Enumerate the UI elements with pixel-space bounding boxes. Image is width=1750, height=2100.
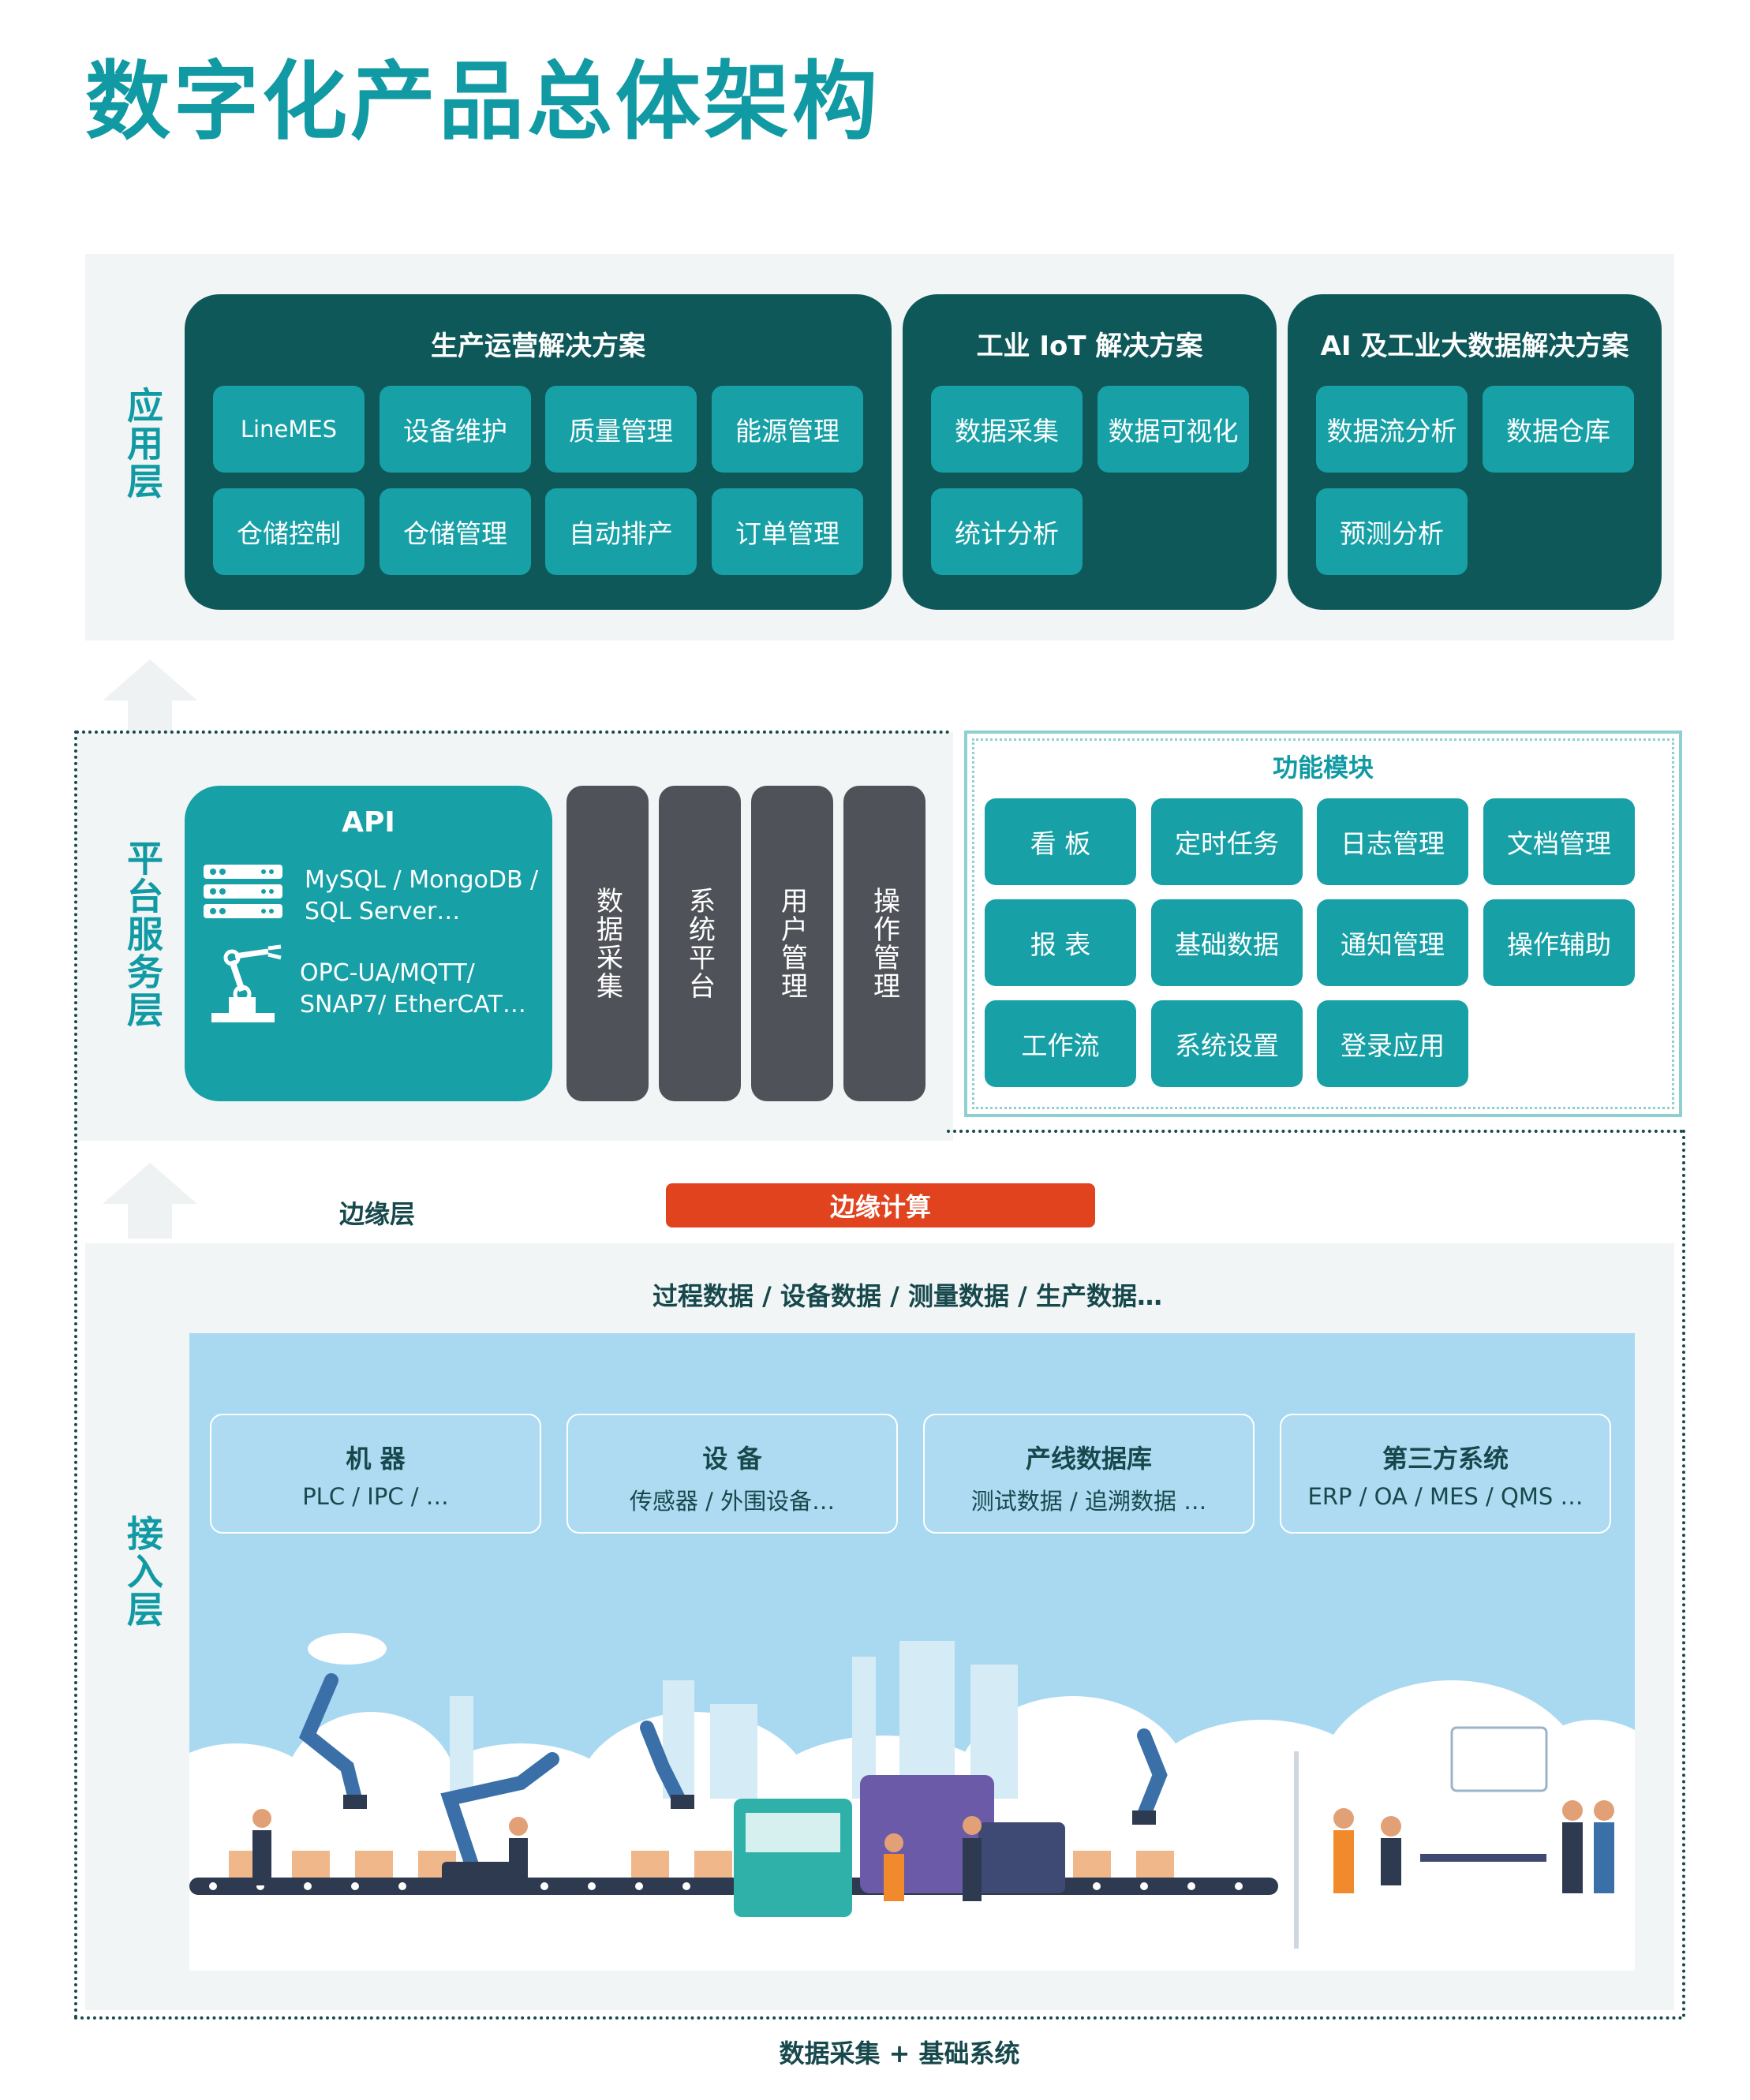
source-third-party[interactable]: 第三方系统 ERP / OA / MES / QMS … xyxy=(1280,1414,1611,1534)
footer-label: 数据采集 + 基础系统 xyxy=(779,2038,1020,2068)
edge-computing-bar[interactable]: 边缘计算 xyxy=(666,1183,1095,1227)
tile-data-warehouse[interactable]: 数据仓库 xyxy=(1483,386,1634,473)
solution-title: AI 及工业大数据解决方案 xyxy=(1320,331,1629,362)
api-db-line1: MySQL / MongoDB / xyxy=(305,866,539,894)
column-data-collection[interactable]: 数据采集 xyxy=(567,786,649,1101)
tile-order[interactable]: 订单管理 xyxy=(712,488,863,575)
module-notification[interactable]: 通知管理 xyxy=(1317,899,1468,986)
api-protocol-line1: OPC-UA/MQTT/ xyxy=(300,959,475,987)
api-protocol-line2: SNAP7/ EtherCAT… xyxy=(300,991,526,1018)
module-workflow[interactable]: 工作流 xyxy=(985,1000,1136,1087)
platform-dotted-border xyxy=(76,731,950,734)
tile-energy[interactable]: 能源管理 xyxy=(712,386,863,473)
data-stream-label: 过程数据 / 设备数据 / 测量数据 / 生产数据… xyxy=(653,1281,1162,1311)
module-scheduled-task[interactable]: 定时任务 xyxy=(1151,798,1303,885)
source-device[interactable]: 设 备 传感器 / 外围设备… xyxy=(567,1414,898,1534)
access-layer-label: 接入层 xyxy=(122,1515,164,1628)
solution-production: 生产运营解决方案 LineMES 设备维护 质量管理 能源管理 仓储控制 仓储管… xyxy=(185,294,892,610)
outer-dotted-mid xyxy=(947,1130,1684,1133)
module-login-app[interactable]: 登录应用 xyxy=(1317,1000,1468,1087)
tile-warehouse-control[interactable]: 仓储控制 xyxy=(213,488,365,575)
server-stack-icon xyxy=(204,865,282,918)
solution-title: 工业 IoT 解决方案 xyxy=(976,331,1203,362)
api-db-line2: SQL Server… xyxy=(305,898,461,925)
source-title: 设 备 xyxy=(702,1444,762,1474)
module-system-settings[interactable]: 系统设置 xyxy=(1151,1000,1303,1087)
factory-scene: 机 器 PLC / IPC / … 设 备 传感器 / 外围设备… 产线数据库 … xyxy=(189,1333,1635,1971)
module-report[interactable]: 报 表 xyxy=(985,899,1136,986)
function-modules-panel: 功能模块 看 板 定时任务 日志管理 文档管理 报 表 基础数据 通知管理 操作… xyxy=(964,731,1682,1117)
column-system-platform[interactable]: 系统平台 xyxy=(659,786,741,1101)
outer-dotted-right xyxy=(1682,1130,1685,2018)
source-subtitle: 传感器 / 外围设备… xyxy=(629,1488,836,1515)
solution-iot: 工业 IoT 解决方案 数据采集 数据可视化 统计分析 xyxy=(903,294,1277,610)
tile-dataflow-analysis[interactable]: 数据流分析 xyxy=(1316,386,1468,473)
tile-auto-scheduling[interactable]: 自动排产 xyxy=(545,488,697,575)
solution-title: 生产运营解决方案 xyxy=(431,331,645,362)
source-subtitle: 测试数据 / 追溯数据 … xyxy=(970,1488,1207,1515)
module-document[interactable]: 文档管理 xyxy=(1483,798,1635,885)
tile-predictive-analysis[interactable]: 预测分析 xyxy=(1316,488,1468,575)
up-arrow-icon xyxy=(103,1163,197,1239)
module-dashboard[interactable]: 看 板 xyxy=(985,798,1136,885)
source-subtitle: ERP / OA / MES / QMS … xyxy=(1307,1483,1584,1510)
column-user-management[interactable]: 用户管理 xyxy=(751,786,833,1101)
modules-inner-border xyxy=(972,738,1674,1109)
source-subtitle: PLC / IPC / … xyxy=(302,1483,449,1510)
tile-warehouse-management[interactable]: 仓储管理 xyxy=(380,488,531,575)
edge-layer-label: 边缘层 xyxy=(339,1199,416,1229)
page-title: 数字化产品总体架构 xyxy=(85,53,881,151)
tile-quality[interactable]: 质量管理 xyxy=(545,386,697,473)
source-title: 第三方系统 xyxy=(1382,1444,1509,1474)
tile-data-visualization[interactable]: 数据可视化 xyxy=(1097,386,1249,473)
source-machine[interactable]: 机 器 PLC / IPC / … xyxy=(210,1414,541,1534)
tile-data-collection[interactable]: 数据采集 xyxy=(931,386,1083,473)
source-line-database[interactable]: 产线数据库 测试数据 / 追溯数据 … xyxy=(923,1414,1255,1534)
source-title: 机 器 xyxy=(346,1444,406,1474)
modules-title: 功能模块 xyxy=(1272,753,1374,783)
api-box: API MySQL / MongoDB / SQL Server… OPC-UA… xyxy=(185,786,552,1101)
tile-linemes[interactable]: LineMES xyxy=(213,386,365,473)
platform-layer-label: 平台服务层 xyxy=(122,839,164,1029)
app-layer-label: 应用层 xyxy=(122,387,164,500)
robot-arm-icon xyxy=(211,944,282,1022)
tile-statistics[interactable]: 统计分析 xyxy=(931,488,1083,575)
factory-illustration xyxy=(189,1633,1635,1971)
source-title: 产线数据库 xyxy=(1025,1444,1152,1474)
module-operation-assist[interactable]: 操作辅助 xyxy=(1483,899,1635,986)
module-basic-data[interactable]: 基础数据 xyxy=(1151,899,1303,986)
up-arrow-icon xyxy=(103,660,197,735)
column-operation-management[interactable]: 操作管理 xyxy=(843,786,925,1101)
outer-dotted-bottom xyxy=(74,2016,1684,2020)
outer-dotted-left xyxy=(74,731,77,2020)
module-log[interactable]: 日志管理 xyxy=(1317,798,1468,885)
solution-ai-bigdata: AI 及工业大数据解决方案 数据流分析 数据仓库 预测分析 xyxy=(1288,294,1662,610)
api-title: API xyxy=(342,806,395,839)
tile-equipment-maintenance[interactable]: 设备维护 xyxy=(380,386,531,473)
